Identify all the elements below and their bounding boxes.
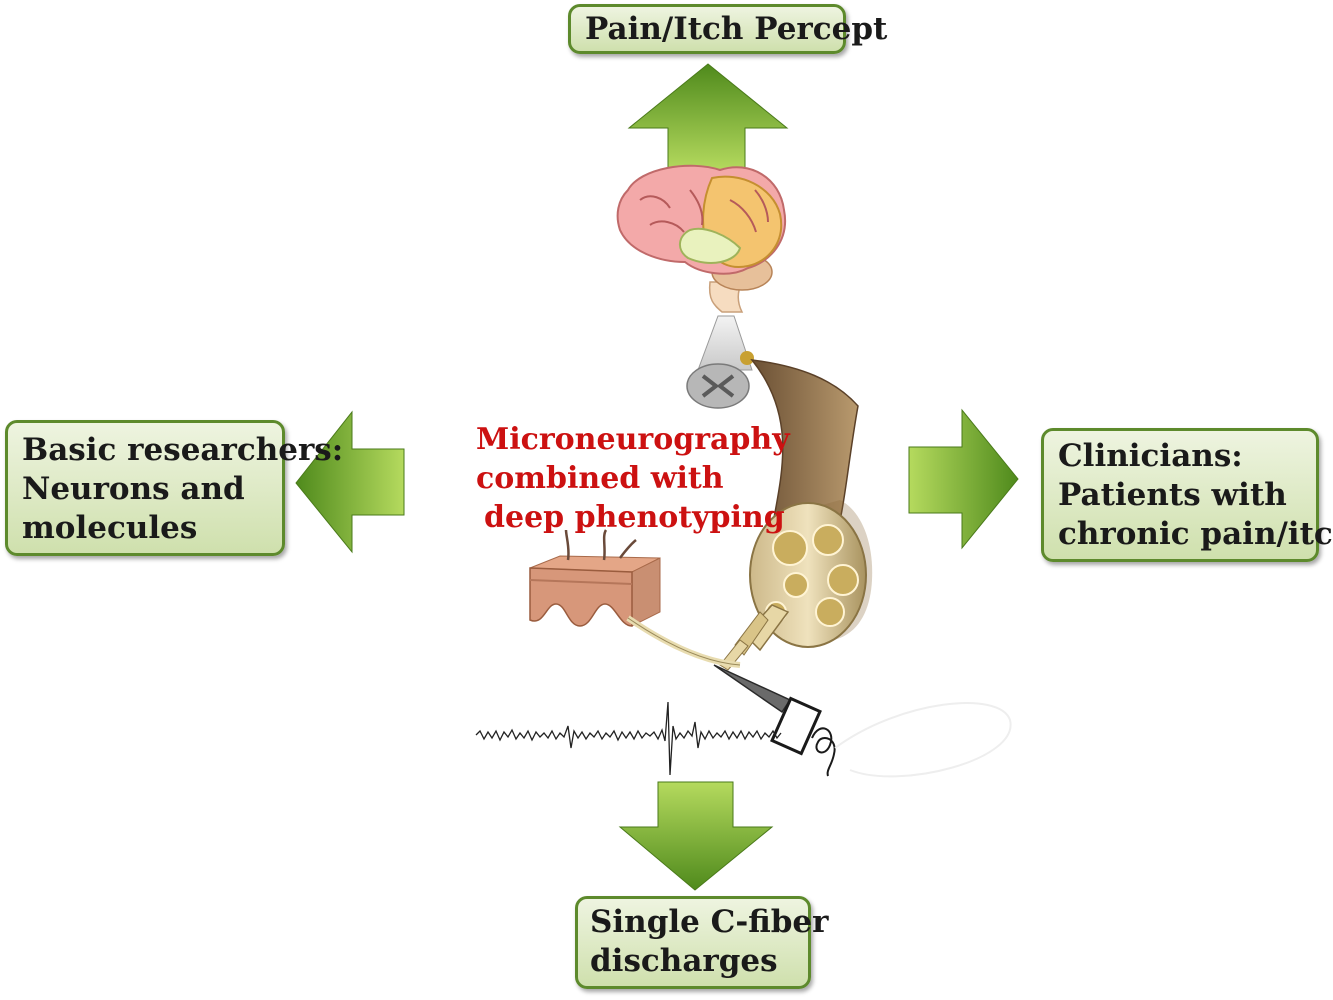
arrow-left xyxy=(295,410,405,554)
box-line: discharges xyxy=(590,943,778,979)
box-line: Pain/Itch Percept xyxy=(585,11,888,47)
box-line: Single C-fiber xyxy=(590,904,829,940)
arrow-down xyxy=(618,781,774,891)
pain-itch-percept-box: Pain/Itch Percept xyxy=(568,4,888,54)
skin-block-icon xyxy=(529,529,741,668)
caption-line: deep phenotyping xyxy=(484,500,785,535)
arrow-up xyxy=(627,63,789,172)
box-line: Neurons and xyxy=(22,471,245,507)
electrode-icon xyxy=(713,664,1012,778)
box-line: Patients with xyxy=(1058,477,1287,513)
clinicians-box: Clinicians: Patients with chronic pain/i… xyxy=(1041,428,1333,562)
basic-researchers-box: Basic researchers: Neurons and molecules xyxy=(5,420,344,556)
arrow-right xyxy=(908,408,1019,550)
caption-line: combined with xyxy=(476,461,724,496)
projection-cone xyxy=(697,315,753,371)
box-line: molecules xyxy=(22,510,198,546)
box-line: chronic pain/itch xyxy=(1058,516,1333,552)
brain-icon xyxy=(616,164,787,313)
nerve-bundle-icon xyxy=(719,359,873,671)
spinal-cord-icon xyxy=(686,351,754,409)
center-caption: Microneurography combined with deep phen… xyxy=(466,420,790,537)
neural-recording-trace xyxy=(475,701,782,776)
caption-line: Microneurography xyxy=(476,422,790,457)
box-line: Clinicians: xyxy=(1058,438,1243,474)
single-c-fiber-box: Single C-fiber discharges xyxy=(575,896,829,989)
box-line: Basic researchers: xyxy=(22,432,344,468)
